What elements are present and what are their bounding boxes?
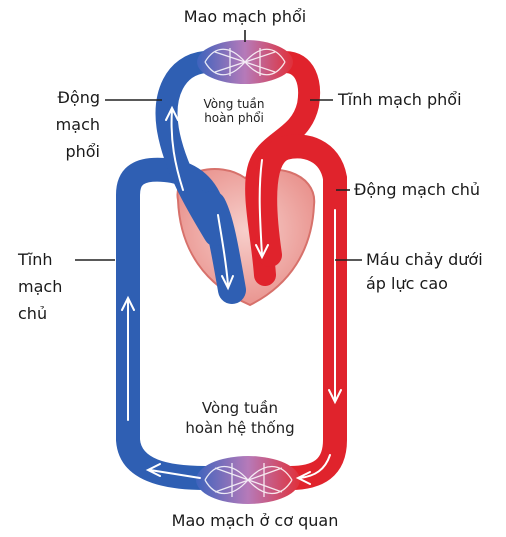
lung-capillaries-label: Mao mạch phổi bbox=[165, 6, 325, 28]
pulmonary-artery-label-line: Động bbox=[40, 84, 100, 111]
high-pressure-label: Máu chảy dưới áp lực cao bbox=[366, 248, 483, 296]
lung-capillary-bed bbox=[197, 40, 293, 84]
organ-capillary-bed bbox=[196, 456, 300, 504]
vena-cava-label-line: chủ bbox=[18, 300, 62, 327]
aorta-label: Động mạch chủ bbox=[354, 179, 480, 201]
high-pressure-label-line: áp lực cao bbox=[366, 272, 483, 296]
systemic-circuit-label-line: hoàn hệ thống bbox=[170, 418, 310, 438]
pulmonary-circuit-label: Vòng tuần hoàn phổi bbox=[188, 97, 280, 125]
pulmonary-artery-label: Động mạch phổi bbox=[40, 84, 100, 165]
pulmonary-circuit-label-line: Vòng tuần bbox=[188, 97, 280, 111]
vena-cava-label-line: Tĩnh bbox=[18, 246, 62, 273]
pulmonary-artery-label-line: mạch bbox=[40, 111, 100, 138]
pulmonary-vein-label: Tĩnh mạch phổi bbox=[338, 89, 462, 111]
organ-capillaries-label: Mao mạch ở cơ quan bbox=[140, 510, 370, 532]
systemic-circuit-label: Vòng tuần hoàn hệ thống bbox=[170, 398, 310, 438]
systemic-circuit-label-line: Vòng tuần bbox=[170, 398, 310, 418]
high-pressure-label-line: Máu chảy dưới bbox=[366, 248, 483, 272]
vena-cava-label: Tĩnh mạch chủ bbox=[18, 246, 62, 327]
pulmonary-circuit-label-line: hoàn phổi bbox=[188, 111, 280, 125]
pulmonary-artery-label-line: phổi bbox=[40, 138, 100, 165]
vena-cava-label-line: mạch bbox=[18, 273, 62, 300]
